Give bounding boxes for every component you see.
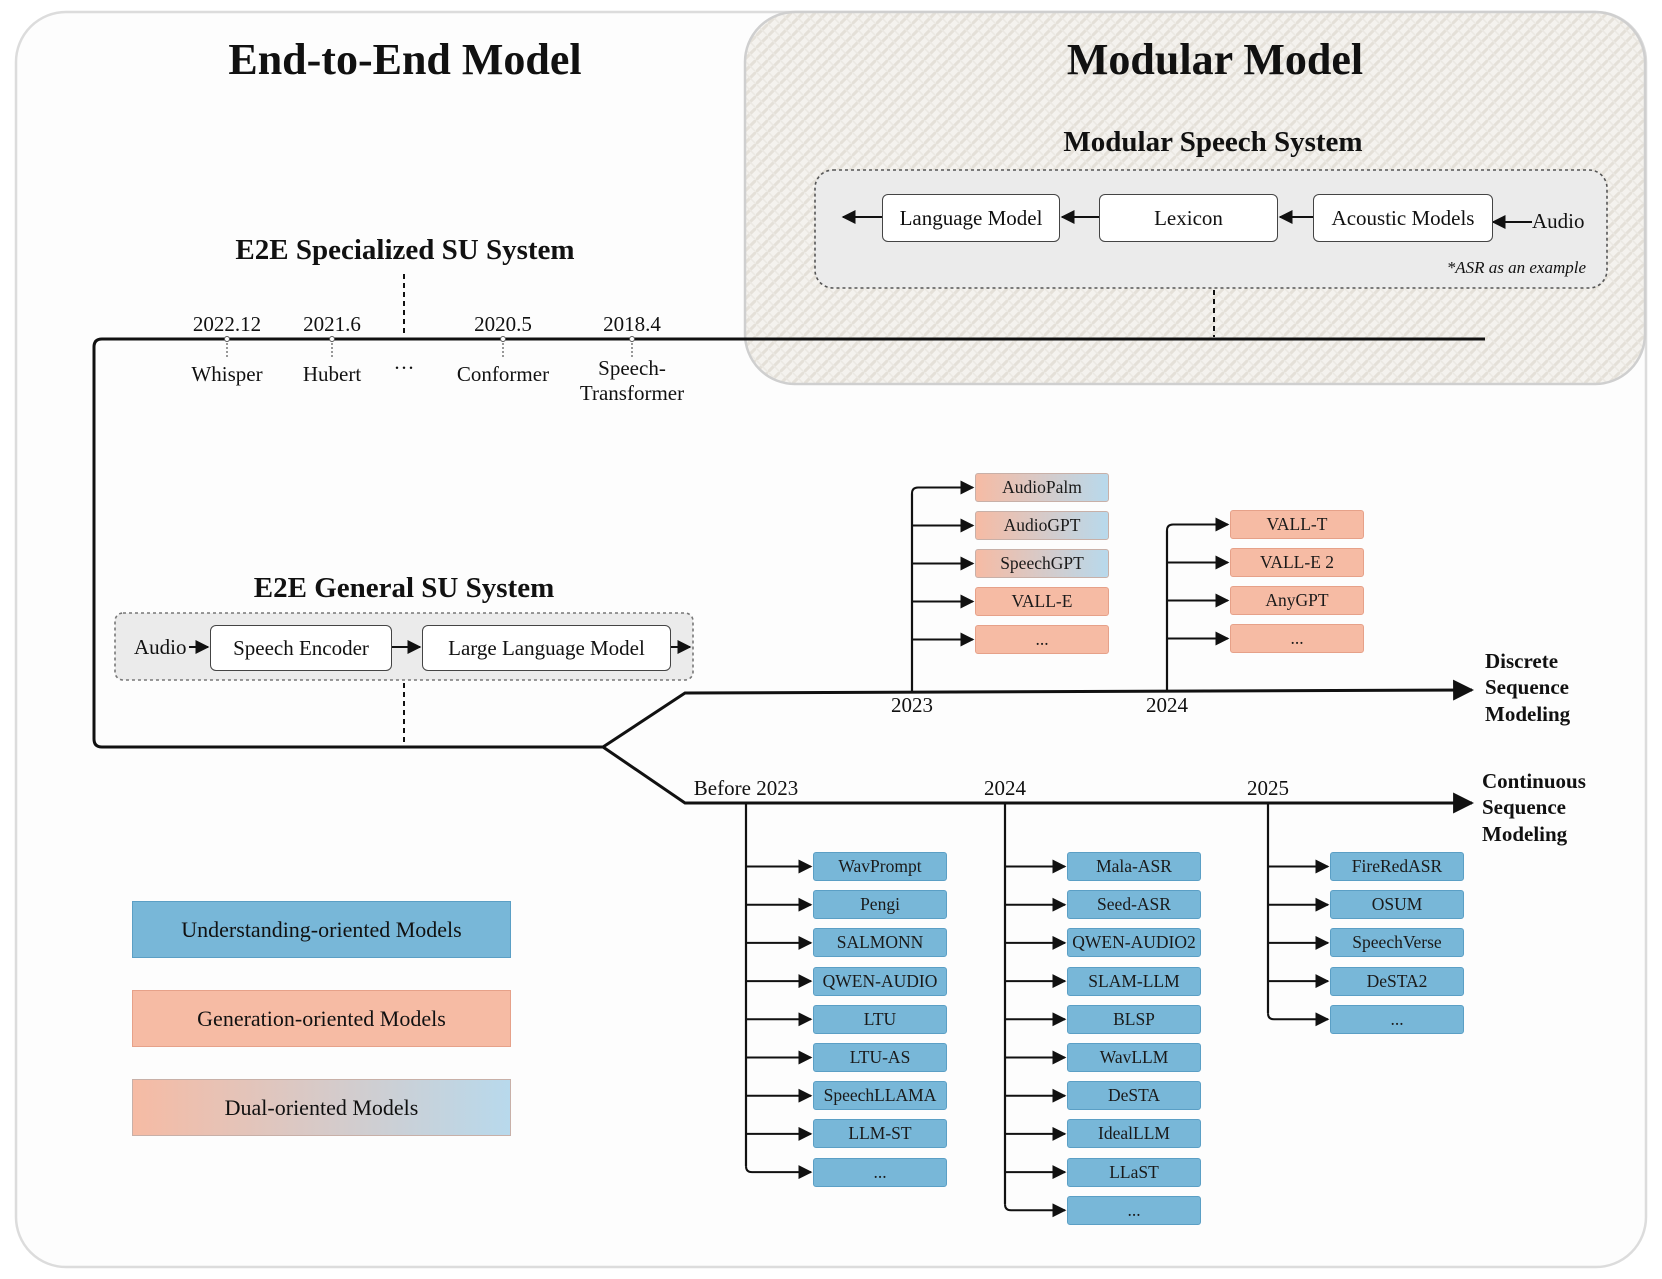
- modular-heading: Modular Model: [1066, 35, 1364, 84]
- llm-box: Large Language Model: [422, 625, 671, 671]
- discrete-sequence-label: Discrete Sequence Modeling: [1485, 649, 1571, 726]
- model-tag: LLM-ST: [813, 1119, 947, 1149]
- timeline-model: Conformer: [456, 362, 550, 386]
- timeline-date: 2022.12: [192, 312, 262, 336]
- model-tag: DeSTA2: [1330, 966, 1464, 996]
- model-tag: WavLLM: [1067, 1043, 1201, 1072]
- model-tag: LTU-AS: [813, 1043, 947, 1072]
- timeline-ellipsis: ···: [393, 356, 415, 380]
- language-model-box: Language Model: [882, 194, 1060, 242]
- model-tag: LTU: [813, 1004, 947, 1034]
- model-tag: WavPrompt: [813, 852, 947, 881]
- model-tag: AnyGPT: [1230, 586, 1364, 615]
- model-tag: VALL-E 2: [1230, 548, 1364, 577]
- model-tag: SpeechGPT: [975, 549, 1109, 578]
- model-tag: OSUM: [1330, 890, 1464, 920]
- speech-encoder-box: Speech Encoder: [210, 625, 392, 671]
- continuous-year-label: 2024: [984, 776, 1026, 800]
- model-tag: FireRedASR: [1330, 852, 1464, 881]
- model-tag: VALL-T: [1230, 510, 1364, 539]
- timeline-date: 2018.4: [603, 312, 661, 336]
- model-tag: IdealLLM: [1067, 1119, 1201, 1149]
- model-tag: ...: [975, 625, 1109, 654]
- branch-arrow: [1267, 1012, 1330, 1027]
- legend-understanding: Understanding-oriented Models: [132, 901, 511, 958]
- lexicon-box: Lexicon: [1099, 194, 1278, 242]
- model-tag: Seed-ASR: [1067, 890, 1201, 920]
- model-tag: SLAM-LLM: [1067, 966, 1201, 996]
- legend-dual: Dual-oriented Models: [132, 1079, 511, 1136]
- model-tag: SpeechVerse: [1330, 928, 1464, 958]
- continuous-year-label: Before 2023: [693, 776, 799, 800]
- branch-arrow: [1004, 1203, 1067, 1218]
- timeline-model: Whisper: [191, 362, 263, 386]
- timeline-date: 2020.5: [474, 312, 532, 336]
- model-tag: SALMONN: [813, 928, 947, 958]
- model-tag: AudioGPT: [975, 511, 1109, 540]
- asr-example-note: *ASR as an example: [1446, 258, 1586, 277]
- timeline-model: Hubert: [302, 362, 362, 386]
- model-tag: Mala-ASR: [1067, 852, 1201, 881]
- model-tag: AudioPalm: [975, 473, 1109, 502]
- legend-generation: Generation-oriented Models: [132, 990, 511, 1047]
- model-tag: QWEN-AUDIO2: [1067, 928, 1201, 958]
- general-heading: E2E General SU System: [253, 572, 555, 604]
- timeline-model: Speech- Transformer: [579, 356, 685, 406]
- discrete-year-label: 2023: [891, 693, 933, 717]
- continuous-sequence-label: Continuous Sequence Modeling: [1482, 769, 1586, 846]
- model-tag: ...: [1230, 624, 1364, 653]
- model-tag: SpeechLLAMA: [813, 1081, 947, 1111]
- main-timeline: [92, 337, 1485, 749]
- model-tag: LLaST: [1067, 1157, 1201, 1187]
- branch-connectors: [744, 480, 1330, 1218]
- continuous-year-label: 2025: [1247, 776, 1289, 800]
- model-tag: BLSP: [1067, 1004, 1201, 1034]
- specialized-heading: E2E Specialized SU System: [235, 234, 575, 266]
- model-tag: Pengi: [813, 890, 947, 920]
- branch-arrow: [911, 480, 975, 495]
- branch-arrow: [1166, 517, 1230, 532]
- model-tag: DeSTA: [1067, 1081, 1201, 1111]
- discrete-branch: [602, 679, 1475, 749]
- modular-audio-input: Audio: [1532, 209, 1585, 233]
- modular-system-heading: Modular Speech System: [1063, 126, 1363, 158]
- general-audio-input: Audio: [134, 635, 187, 659]
- end-to-end-heading: End-to-End Model: [228, 35, 582, 84]
- model-tag: VALL-E: [975, 587, 1109, 616]
- branch-arrow: [745, 1165, 813, 1180]
- discrete-year-label: 2024: [1146, 693, 1188, 717]
- timeline-date: 2021.6: [303, 312, 361, 336]
- model-tag: ...: [1330, 1004, 1464, 1034]
- continuous-branch: [602, 745, 1475, 814]
- model-tag: ...: [813, 1157, 947, 1187]
- model-tag: ...: [1067, 1195, 1201, 1225]
- model-tag: QWEN-AUDIO: [813, 966, 947, 996]
- acoustic-models-box: Acoustic Models: [1313, 194, 1493, 242]
